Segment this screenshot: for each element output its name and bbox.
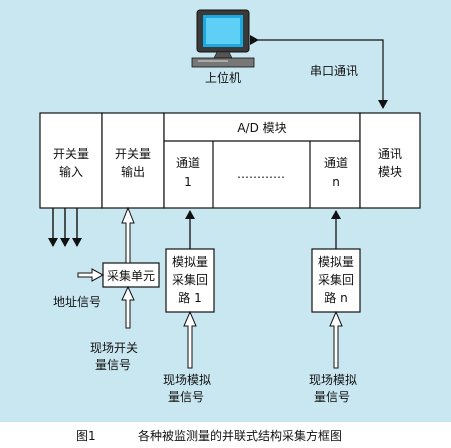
channel-1-label-2: 1 bbox=[184, 175, 192, 189]
switch-input-arrows bbox=[48, 208, 82, 247]
field-analog-n-arrow bbox=[329, 310, 343, 369]
computer-label: 上位机 bbox=[205, 70, 241, 85]
analog-loop-1-label-2: 采集回 bbox=[172, 272, 208, 287]
switch-output-block bbox=[101, 112, 165, 209]
figure-caption: 图1 各种被监测量的并联式结构采集方框图 bbox=[0, 422, 451, 448]
field-analog-1-label-2: 量信号 bbox=[168, 390, 204, 404]
address-arrow bbox=[77, 268, 105, 282]
analog-loop-1-label-1: 模拟量 bbox=[172, 255, 208, 269]
analog-loop-n-label-3: 路 n bbox=[324, 290, 347, 305]
comm-module-block bbox=[359, 112, 421, 209]
ad-module-block bbox=[163, 112, 361, 209]
figure-number: 图1 bbox=[76, 429, 96, 443]
switch-output-label-1: 开关量 bbox=[115, 147, 151, 161]
field-analog-n-label-2: 量信号 bbox=[314, 390, 350, 404]
analog-loop-n-label-2: 采集回 bbox=[318, 272, 354, 287]
field-analog-1-arrow bbox=[183, 310, 197, 369]
switch-output-label-2: 输出 bbox=[121, 164, 145, 179]
field-switch-label-1: 现场开关 bbox=[90, 341, 138, 355]
comm-module-label-2: 模块 bbox=[378, 165, 402, 179]
serial-label: 串口通讯 bbox=[310, 64, 358, 78]
analog-loop-1-label-3: 路 1 bbox=[178, 290, 201, 305]
analog-loop-n-block bbox=[311, 248, 361, 313]
field-switch-label-2: 量信号 bbox=[95, 358, 131, 372]
comm-module-label-1: 通讯 bbox=[378, 147, 402, 161]
channel-1-label-1: 通道 bbox=[176, 156, 200, 170]
serial-link-arrow bbox=[250, 35, 388, 109]
field-analog-n-label-1: 现场模拟 bbox=[309, 373, 357, 387]
channel-ellipsis: ………… bbox=[237, 167, 285, 181]
computer-icon bbox=[191, 9, 255, 68]
channel-n-label-1: 通道 bbox=[324, 156, 348, 170]
field-analog-1-label-1: 现场模拟 bbox=[163, 373, 211, 387]
switch-input-block bbox=[39, 112, 103, 209]
switch-input-label-1: 开关量 bbox=[53, 147, 89, 161]
ad-module-title: A/D 模块 bbox=[237, 121, 286, 135]
channel-n-label-2: n bbox=[332, 175, 340, 189]
field-switch-arrow bbox=[121, 285, 135, 329]
analog-loop-n-label-1: 模拟量 bbox=[318, 255, 354, 269]
diagram-canvas: 上位机 串口通讯 开关量 输入 开关量 输出 A/D 模块 通道 1 ………… … bbox=[0, 0, 451, 422]
acq-to-output-arrow bbox=[121, 206, 135, 264]
address-signal-label: 地址信号 bbox=[53, 295, 101, 309]
block-diagram: 上位机 串口通讯 开关量 输入 开关量 输出 A/D 模块 通道 1 ………… … bbox=[39, 9, 421, 404]
acquisition-unit-label: 采集单元 bbox=[107, 268, 155, 283]
caption-text: 各种被监测量的并联式结构采集方框图 bbox=[138, 429, 343, 443]
switch-input-label-2: 输入 bbox=[59, 164, 83, 179]
